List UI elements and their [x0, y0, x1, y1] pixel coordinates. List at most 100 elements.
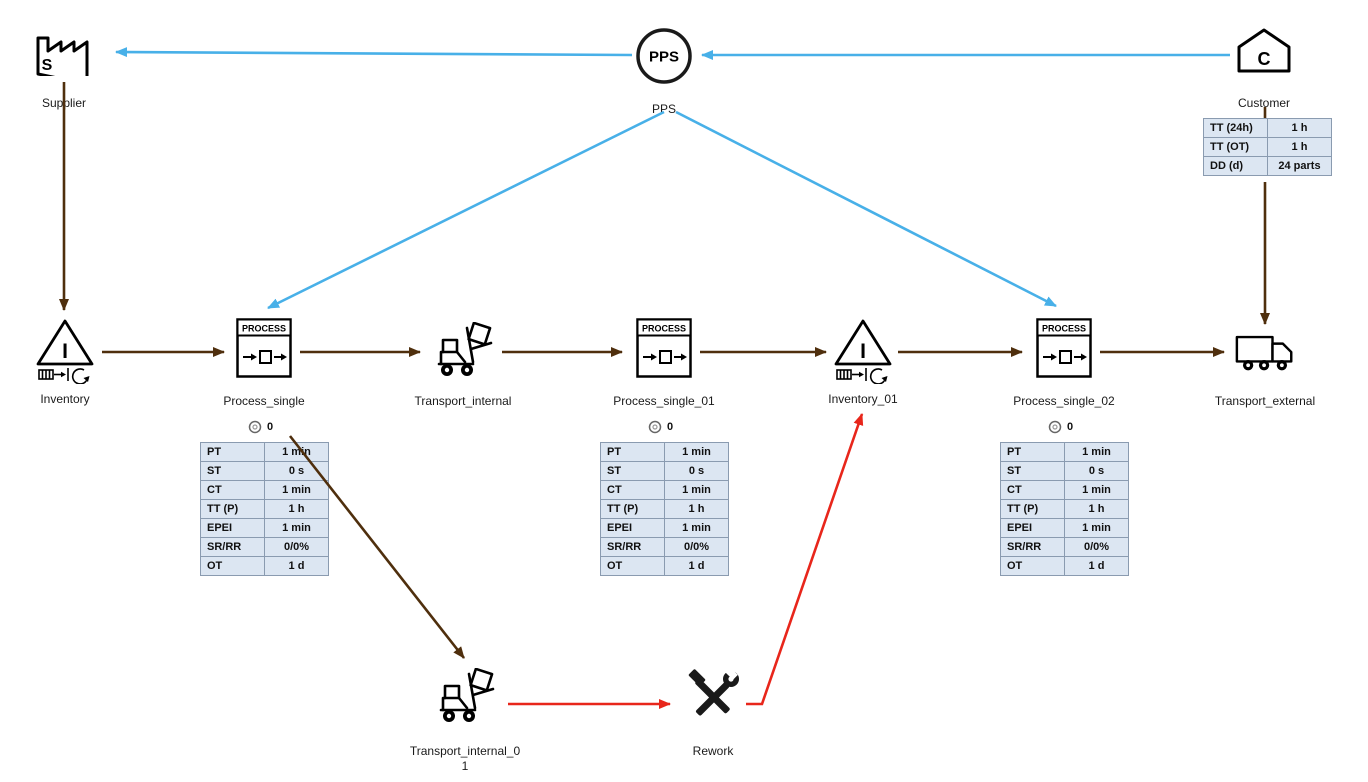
node-label: Transport_external	[1214, 394, 1316, 408]
node-transport-internal[interactable]: Transport_internal	[408, 322, 518, 409]
table-cell: EPEI	[200, 518, 265, 538]
table-cell: SR/RR	[200, 537, 265, 557]
rework-tools-icon	[688, 668, 739, 716]
node-process-single[interactable]: PROCESS Process_single	[209, 318, 319, 409]
pps-abbrev: PPS	[649, 49, 679, 66]
table-cell: SR/RR	[600, 537, 665, 557]
edge-process-single-transport-internal-01[interactable]	[288, 435, 466, 659]
node-rework[interactable]: Rework	[663, 668, 763, 759]
table-cell: 1 d	[664, 556, 729, 576]
table-cell: 24 parts	[1267, 156, 1332, 176]
node-label: Inventory_01	[828, 392, 898, 406]
process-single-02-count-badge[interactable]: 0	[1048, 420, 1073, 434]
table-cell: EPEI	[600, 518, 665, 538]
edge-pps-process-single-02[interactable]	[675, 110, 1057, 308]
badge-count: 0	[267, 421, 274, 433]
node-label-line1: Transport_internal_0	[409, 744, 521, 758]
table-row: DD (d)24 parts	[1203, 156, 1332, 176]
node-transport-external[interactable]: Transport_external	[1210, 330, 1320, 409]
counter-icon	[1048, 420, 1062, 434]
table-cell: TT (OT)	[1203, 137, 1268, 157]
inventory-triangle-icon: I	[834, 319, 892, 384]
badge-count: 0	[1067, 421, 1074, 433]
node-process-single-02[interactable]: PROCESS Process_single_02	[1009, 318, 1119, 409]
node-label: Customer	[1237, 96, 1290, 110]
process-type-header: PROCESS	[1042, 324, 1086, 334]
process-icon: PROCESS	[636, 318, 692, 378]
process-type-header: PROCESS	[642, 324, 686, 334]
node-label-line2: 1	[461, 759, 469, 773]
table-cell: 1 h	[664, 499, 729, 519]
table-row: TT (OT)1 h	[1203, 137, 1332, 157]
table-cell: 1 min	[1064, 518, 1129, 538]
table-cell: ST	[1000, 461, 1065, 481]
node-customer[interactable]: C Customer	[1218, 26, 1310, 111]
table-cell: 0/0%	[664, 537, 729, 557]
table-cell: TT (P)	[600, 499, 665, 519]
process-icon: PROCESS	[236, 318, 292, 378]
table-cell: EPEI	[1000, 518, 1065, 538]
table-cell: 1 h	[1064, 499, 1129, 519]
forklift-icon	[437, 322, 493, 376]
edge-pps-supplier[interactable]	[115, 47, 633, 58]
table-cell: TT (24h)	[1203, 118, 1268, 138]
process-single-01-count-badge[interactable]: 0	[648, 420, 673, 434]
node-process-single-01[interactable]: PROCESS Process_single_01	[609, 318, 719, 409]
table-cell: TT (P)	[200, 499, 265, 519]
node-label: Inventory	[40, 392, 90, 406]
counter-icon	[648, 420, 662, 434]
supplier-monogram: S	[42, 57, 53, 74]
table-cell: CT	[1000, 480, 1065, 500]
forklift-icon	[439, 668, 495, 722]
table-row: TT (24h)1 h	[1203, 118, 1332, 138]
node-label: PPS	[651, 102, 676, 116]
table-row: TT (P)1 h	[600, 499, 729, 519]
table-cell: 1 min	[664, 442, 729, 462]
edge-rework-inventory-01[interactable]	[746, 413, 864, 706]
inventory-triangle-icon: I	[36, 319, 94, 384]
table-cell: CT	[200, 480, 265, 500]
process-type-header: PROCESS	[242, 324, 286, 334]
truck-icon	[1235, 335, 1293, 371]
table-cell: OT	[200, 556, 265, 576]
badge-count: 0	[667, 421, 674, 433]
node-transport-internal-01[interactable]: Transport_internal_0 1	[405, 668, 525, 774]
table-cell: 0/0%	[1064, 537, 1129, 557]
node-inventory[interactable]: I Inventory	[22, 318, 108, 407]
customer-monogram: C	[1258, 49, 1271, 69]
edge-pps-process-single[interactable]	[267, 110, 665, 310]
node-label: Process_single	[223, 394, 305, 408]
node-label: Transport_internal_0 1	[410, 744, 520, 774]
inventory-symbol: I	[860, 340, 866, 363]
process-single-count-badge[interactable]: 0	[248, 420, 273, 434]
house-icon: C	[1237, 28, 1291, 73]
table-cell: SR/RR	[1000, 537, 1065, 557]
node-inventory-01[interactable]: I Inventory_01	[820, 318, 906, 407]
node-label: Transport_internal	[414, 394, 512, 408]
table-cell: 1 h	[1267, 118, 1332, 138]
table-cell: 0 s	[664, 461, 729, 481]
node-label: Rework	[692, 744, 734, 758]
node-pps[interactable]: PPS PPS	[620, 26, 708, 117]
table-cell: 1 min	[264, 442, 329, 462]
table-cell: 1 min	[264, 518, 329, 538]
pps-icon: PPS	[636, 28, 692, 84]
